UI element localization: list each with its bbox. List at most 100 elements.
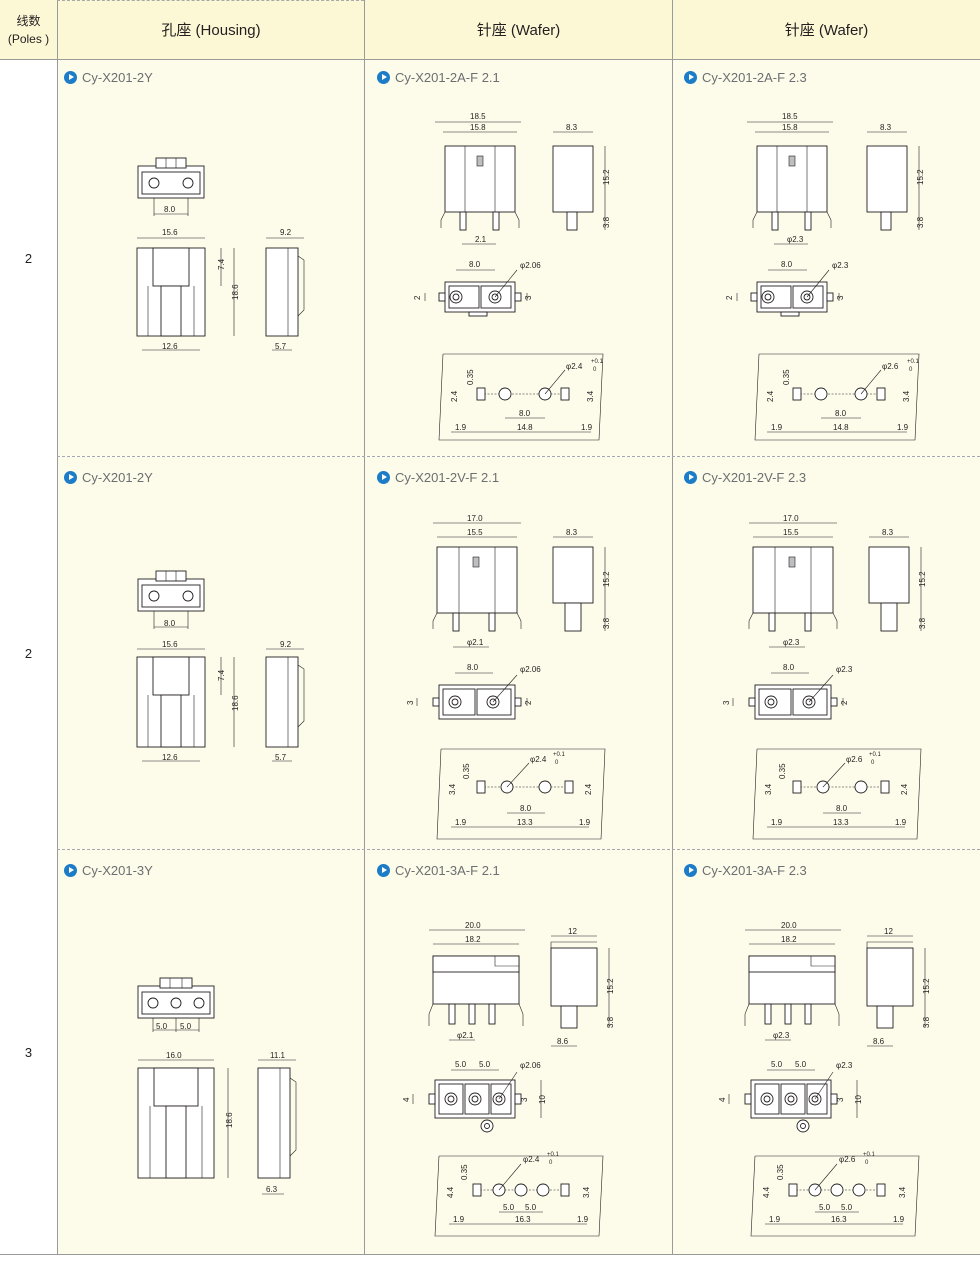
dim-label: 13.3 [517, 818, 533, 827]
row1-poles: 2 [0, 60, 57, 456]
row1-wafer-a-title: Cy-X201-2A-F 2.1 [377, 70, 500, 85]
dim-label: 13.3 [833, 818, 849, 827]
row1-wafer-b-title: Cy-X201-2A-F 2.3 [684, 70, 807, 85]
dim-label: 15.6 [162, 640, 178, 649]
dim-label: +0.1 [591, 359, 604, 365]
play-bullet-icon [684, 71, 697, 84]
dim-label: φ2.3 [832, 261, 849, 270]
dim-label: 14.8 [833, 423, 849, 432]
play-bullet-icon [64, 471, 77, 484]
dim-label: 15.2 [918, 571, 927, 587]
dim-label: 18.2 [465, 935, 481, 944]
dim-label: 8.0 [467, 663, 479, 672]
dim-label: 15.5 [467, 528, 483, 537]
dashed-divider [57, 456, 980, 457]
dim-label: 8.3 [880, 123, 892, 132]
dim-label: φ2.4 [566, 362, 583, 371]
dim-label: 0.35 [778, 763, 787, 779]
dim-label: 1.9 [897, 423, 909, 432]
grid-line [0, 1254, 980, 1255]
row1-wafer-b-drawing: 18.5 15.8 φ2.3 8.3 15.2 3.8 8.0 φ2.3 2 3… [725, 112, 925, 441]
dim-label: 5.7 [275, 753, 287, 762]
dim-label: 12.6 [162, 753, 178, 762]
row3-wafer-a-drawing: 20.0 18.2 φ2.1 12 15.2 3.8 8.6 5.0 5.0 φ… [402, 921, 615, 1237]
grid-line [364, 0, 365, 1254]
dim-label: 8.0 [783, 663, 795, 672]
dim-label: 5.0 [819, 1203, 831, 1212]
row3-wafer-b-title: Cy-X201-3A-F 2.3 [684, 863, 807, 878]
dim-label: 20.0 [465, 921, 481, 930]
dim-label: 16.3 [831, 1215, 847, 1224]
dim-label: φ2.3 [836, 1061, 853, 1070]
grid-line [0, 59, 980, 60]
dim-label: 1.9 [771, 818, 783, 827]
dim-label: 2 [524, 700, 533, 705]
dim-label: 0 [909, 367, 913, 373]
header-wafer-a: 针座 (Wafer) [365, 0, 672, 59]
dim-label: 5.0 [479, 1060, 491, 1069]
dim-label: 15.8 [782, 123, 798, 132]
dim-label: 3.4 [898, 1186, 907, 1198]
dim-label: 9.2 [280, 228, 292, 237]
dim-label: 4 [402, 1097, 411, 1102]
row2-poles: 2 [0, 457, 57, 849]
dim-label: 6.3 [266, 1185, 278, 1194]
dim-label: 15.6 [162, 228, 178, 237]
dim-label: 1.9 [581, 423, 593, 432]
dim-label: 8.0 [164, 205, 176, 214]
dim-label: 8.3 [882, 528, 894, 537]
dim-label: 0.35 [776, 1164, 785, 1180]
dim-label: 5.0 [795, 1060, 807, 1069]
dim-label: 0.35 [460, 1164, 469, 1180]
dim-label: 3 [836, 295, 845, 300]
dim-label: 8.0 [164, 619, 176, 628]
dim-label: 11.1 [270, 1051, 286, 1060]
row1-housing-cell [58, 60, 364, 456]
dim-label: 5.0 [455, 1060, 467, 1069]
dim-label: 3.4 [582, 1186, 591, 1198]
row2-housing-title: Cy-X201-2Y [64, 470, 153, 485]
dim-label: 0.35 [782, 369, 791, 385]
row3-housing-title: Cy-X201-3Y [64, 863, 153, 878]
dim-label: 5.0 [771, 1060, 783, 1069]
dim-label: 0 [593, 367, 597, 373]
dim-label: 3.8 [918, 617, 927, 629]
dim-label: 0.35 [462, 763, 471, 779]
dim-label: 2.4 [450, 390, 459, 402]
dim-label: 4.4 [446, 1186, 455, 1198]
dim-label: 5.7 [275, 342, 287, 351]
dim-label: 15.2 [602, 571, 611, 587]
grid-line [672, 0, 673, 1254]
dim-label: 1.9 [893, 1215, 905, 1224]
row1-housing-title: Cy-X201-2Y [64, 70, 153, 85]
dim-label: 5.0 [503, 1203, 515, 1212]
dim-label: 1.9 [771, 423, 783, 432]
dim-label: 3.8 [602, 617, 611, 629]
dim-label: 3.4 [586, 390, 595, 402]
dim-label: 8.0 [781, 260, 793, 269]
play-bullet-icon [377, 71, 390, 84]
dim-label: 15.2 [602, 169, 611, 185]
dim-label: 4 [718, 1097, 727, 1102]
dim-label: 2 [840, 700, 849, 705]
play-bullet-icon [64, 71, 77, 84]
play-bullet-icon [377, 471, 390, 484]
dim-label: 15.2 [922, 978, 931, 994]
header-poles: 线数 (Poles ) [0, 0, 57, 59]
dim-label: φ2.6 [882, 362, 899, 371]
dim-label: 8.3 [566, 123, 578, 132]
row3-housing-cell [58, 850, 364, 1254]
play-bullet-icon [64, 864, 77, 877]
row2-wafer-a-drawing: 17.0 15.5 φ2.1 8.3 15.2 3.8 8.0 φ2.06 3 … [406, 514, 611, 840]
dim-label: 8.0 [520, 804, 532, 813]
dim-label: 0 [555, 760, 559, 766]
dim-label: 12 [568, 927, 577, 936]
dim-label: 3.8 [916, 216, 925, 228]
dim-label: 7.4 [217, 258, 226, 270]
dim-label: 15.2 [916, 169, 925, 185]
dim-label: 8.0 [835, 409, 847, 418]
dim-label: φ2.06 [520, 1061, 541, 1070]
dim-label: 0 [549, 1160, 553, 1166]
dim-label: 12.6 [162, 342, 178, 351]
dim-label: φ2.3 [773, 1031, 790, 1040]
